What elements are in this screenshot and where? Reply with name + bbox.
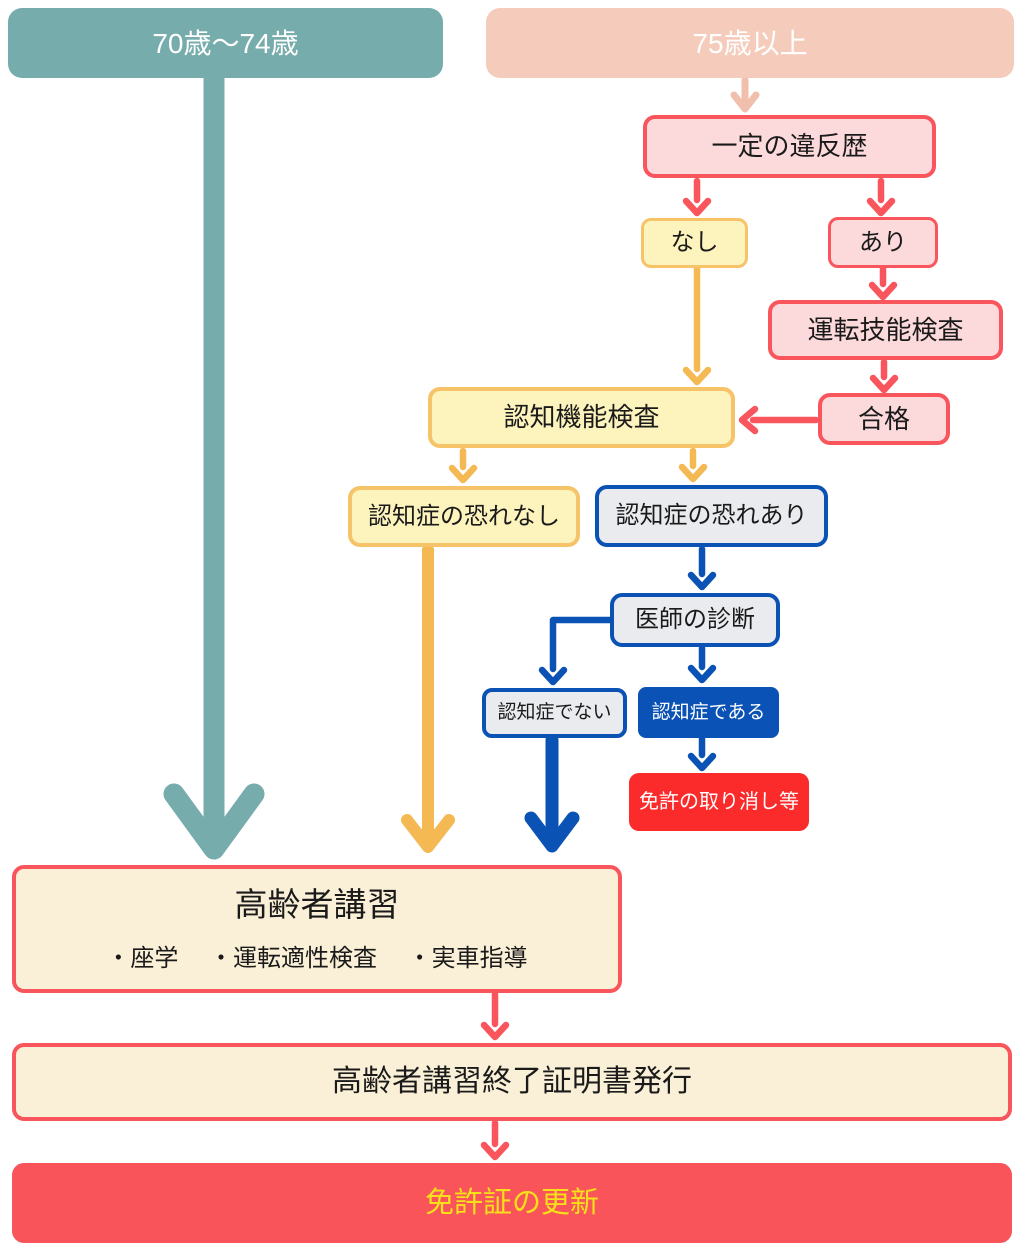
node-dementia-risk-label: 認知症の恐れあり — [615, 502, 808, 529]
node-license-revocation-label: 免許の取り消し等 — [639, 790, 799, 813]
node-not-dementia: 認知症でない — [482, 688, 627, 738]
node-violation-none: なし — [641, 218, 748, 268]
arrow-course-to-certificate — [480, 990, 510, 1041]
node-pass: 合格 — [818, 393, 950, 445]
node-dementia-risk: 認知症の恐れあり — [595, 485, 828, 547]
node-is-dementia: 認知症である — [638, 687, 779, 738]
node-doctor-diagnosis-label: 医師の診断 — [635, 606, 755, 633]
node-age-75-plus: 75歳以上 — [486, 8, 1014, 78]
node-driving-skill-test-label: 運転技能検査 — [807, 314, 964, 345]
node-license-renewal: 免許証の更新 — [12, 1163, 1012, 1243]
arrow-skill-test-to-pass — [869, 358, 899, 394]
arrow-certificate-to-renewal — [480, 1119, 510, 1161]
node-not-dementia-label: 認知症でない — [497, 702, 612, 724]
arrow-75-to-violation — [730, 76, 760, 113]
senior-course-items: ・座学 ・運転適性検査 ・実車指導 — [106, 944, 528, 972]
node-certificate-label: 高齢者講習終了証明書発行 — [332, 1065, 692, 1099]
node-driving-skill-test: 運転技能検査 — [768, 300, 1003, 360]
senior-course-content: 高齢者講習 ・座学 ・運転適性検査 ・実車指導 — [16, 884, 618, 973]
node-violation-history-label: 一定の違反歴 — [711, 131, 868, 162]
node-cognitive-test-label: 認知機能検査 — [503, 402, 660, 433]
arrow-70-74-to-course — [163, 63, 265, 860]
node-violation-yes: あり — [828, 217, 938, 268]
node-certificate: 高齢者講習終了証明書発行 — [12, 1043, 1012, 1121]
arrow-cognitive-to-risk — [678, 447, 708, 483]
node-license-renewal-label: 免許証の更新 — [424, 1186, 599, 1219]
arrow-violation-to-none — [682, 177, 712, 217]
node-age-70-74-label: 70歳〜74歳 — [152, 27, 299, 59]
arrow-cognitive-to-no-risk — [448, 447, 478, 484]
node-age-75-plus-label: 75歳以上 — [692, 27, 808, 59]
arrow-is-dementia-to-revocation — [687, 735, 717, 772]
arrow-yes-to-skill-test — [868, 265, 898, 301]
node-age-70-74: 70歳〜74歳 — [8, 8, 443, 78]
node-senior-course: 高齢者講習 ・座学 ・運転適性検査 ・実車指導 — [12, 865, 622, 993]
node-doctor-diagnosis: 医師の診断 — [610, 593, 780, 647]
arrow-diagnosis-to-not-dementia — [538, 616, 614, 686]
node-no-dementia-risk-label: 認知症の恐れなし — [368, 502, 560, 530]
arrow-pass-to-cognitive-test — [738, 405, 820, 435]
arrow-diagnosis-to-is-dementia — [687, 644, 717, 684]
arrow-violation-to-yes — [866, 177, 896, 217]
node-cognitive-test: 認知機能検査 — [428, 387, 735, 448]
node-violation-none-label: なし — [670, 229, 719, 256]
node-pass-label: 合格 — [857, 403, 910, 434]
node-violation-yes-label: あり — [859, 228, 907, 256]
arrow-not-dementia-to-course — [524, 733, 580, 853]
node-license-revocation: 免許の取り消し等 — [629, 773, 809, 831]
arrow-no-risk-to-course — [401, 544, 455, 853]
node-no-dementia-risk: 認知症の恐れなし — [348, 486, 580, 547]
arrow-risk-to-diagnosis — [687, 545, 717, 591]
node-violation-history: 一定の違反歴 — [643, 115, 936, 178]
node-is-dementia-label: 認知症である — [651, 701, 766, 723]
senior-course-title: 高齢者講習 — [234, 886, 400, 924]
arrow-none-to-cognitive-test — [682, 265, 712, 386]
